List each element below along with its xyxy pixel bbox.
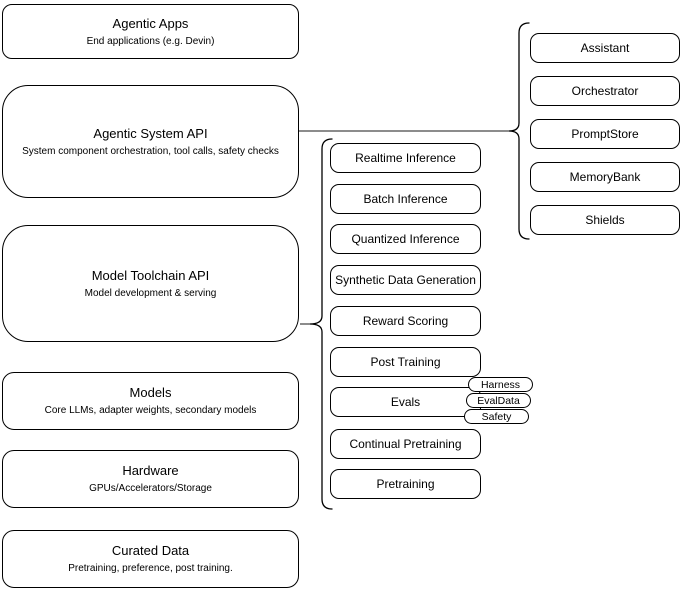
box-title: Models <box>129 385 172 400</box>
tag-safety: Safety <box>464 409 529 424</box>
box-title: Agentic System API <box>93 125 208 141</box>
box-title: Model Toolchain API <box>91 267 210 283</box>
box-title: Curated Data <box>111 543 190 558</box>
box-orchestrator: Orchestrator <box>530 76 680 106</box>
box-memorybank: MemoryBank <box>530 162 680 192</box>
tag-harness: Harness <box>468 377 533 392</box>
tag-evaldata: EvalData <box>466 393 531 408</box>
box-post-training: Post Training <box>330 347 481 377</box>
toolchain-api-brace <box>309 138 333 510</box>
box-curated-data: Curated Data Pretraining, preference, po… <box>2 530 299 588</box>
box-shields: Shields <box>530 205 680 235</box>
box-subtitle: System component orchestration, tool cal… <box>22 145 279 157</box>
box-assistant: Assistant <box>530 33 680 63</box>
box-title: Agentic Apps <box>112 15 189 31</box>
box-agentic-system-api: Agentic System API System component orch… <box>2 85 299 198</box>
box-agentic-apps: Agentic Apps End applications (e.g. Devi… <box>2 4 299 59</box>
box-evals: Evals <box>330 387 481 417</box>
box-title: Hardware <box>122 463 179 478</box>
system-api-brace <box>508 22 530 240</box>
box-quantized-inference: Quantized Inference <box>330 224 481 254</box>
box-continual-pretraining: Continual Pretraining <box>330 429 481 459</box>
box-synthetic-data-generation: Synthetic Data Generation <box>330 265 481 295</box>
box-subtitle: Pretraining, preference, post training. <box>68 563 233 574</box>
box-subtitle: GPUs/Accelerators/Storage <box>89 483 212 494</box>
box-subtitle: End applications (e.g. Devin) <box>86 35 215 47</box>
box-subtitle: Model development & serving <box>84 287 217 299</box>
box-realtime-inference: Realtime Inference <box>330 143 481 173</box>
box-hardware: Hardware GPUs/Accelerators/Storage <box>2 450 299 508</box>
box-reward-scoring: Reward Scoring <box>330 306 481 336</box>
box-subtitle: Core LLMs, adapter weights, secondary mo… <box>44 405 257 416</box>
box-model-toolchain-api: Model Toolchain API Model development & … <box>2 225 299 342</box>
box-models: Models Core LLMs, adapter weights, secon… <box>2 372 299 430</box>
box-pretraining: Pretraining <box>330 469 481 499</box>
box-batch-inference: Batch Inference <box>330 184 481 214</box>
box-promptstore: PromptStore <box>530 119 680 149</box>
